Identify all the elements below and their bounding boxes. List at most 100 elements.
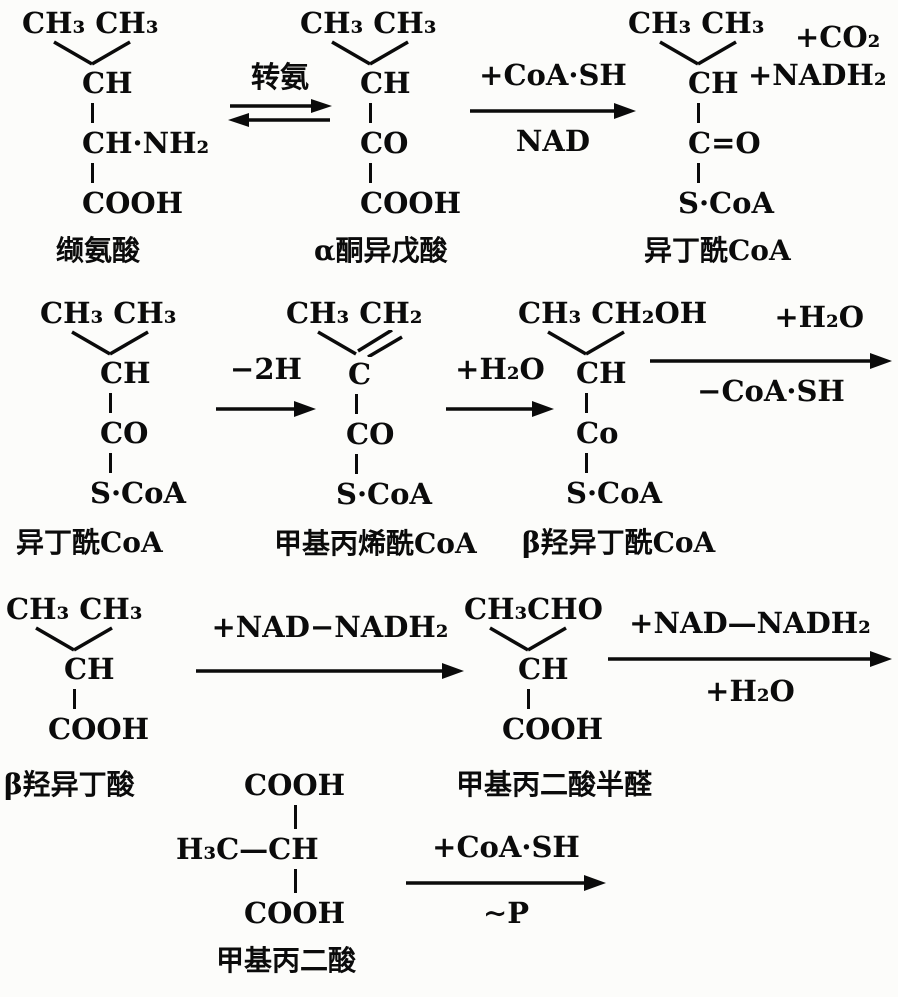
- molecule-alpha-ketoisovalerate: CH₃ CH₃ CH CO COOH α酮异戊酸: [300, 6, 461, 268]
- reaction-label: +NAD—NADH₂: [629, 606, 871, 640]
- molecule-label: 甲基丙烯酰CoA: [274, 527, 477, 560]
- molecule-beta-hydroxyisobutyryl-coa: CH₃ CH₂OH CH Co S·CoA β羟异丁酰CoA: [518, 296, 715, 560]
- single-bond-icon: [369, 103, 372, 123]
- reaction-label: +CoA·SH: [432, 830, 580, 864]
- reaction-oxidation-nad-2: +NAD—NADH₂ +H₂O: [608, 606, 892, 708]
- reaction-label: +CoA·SH: [479, 58, 627, 92]
- formula-line: CH: [64, 652, 115, 686]
- formula-line: CH: [100, 356, 151, 390]
- formula-line: C=O: [688, 126, 761, 160]
- single-bond-icon: [585, 393, 588, 413]
- arrow-right-icon: [406, 875, 606, 891]
- single-bond-icon: [697, 103, 700, 123]
- formula-line: CH·NH₂: [82, 126, 210, 160]
- single-bond-icon: [355, 394, 358, 414]
- formula-line: CO: [360, 126, 409, 160]
- arrow-right-icon: [470, 103, 636, 119]
- gem-dimethyl-bond-icon: [71, 330, 149, 356]
- reaction-dehydrogenation: −2H: [214, 352, 318, 420]
- reaction-coa-transfer: +CoA·SH ∼P: [404, 830, 608, 930]
- formula-line: CO: [100, 416, 149, 450]
- molecule-label: β羟异丁酰CoA: [522, 526, 716, 559]
- gem-dimethyl-bond-icon: [659, 40, 737, 66]
- reaction-label: ∼P: [482, 896, 530, 930]
- gem-dimethyl-bond-icon: [489, 626, 567, 652]
- single-bond-icon: [294, 805, 297, 829]
- single-bond-icon: [697, 163, 700, 183]
- single-bond-icon: [369, 163, 372, 183]
- formula-line: COOH: [244, 896, 346, 930]
- molecule-label: β羟异丁酸: [4, 768, 135, 801]
- formula-line: CH₃ CH₃: [628, 6, 765, 40]
- formula-line: CH₃ CH₃: [300, 6, 437, 40]
- molecule-label: α酮异戊酸: [314, 234, 448, 267]
- reaction-release-coa: +H₂O −CoA·SH: [650, 300, 892, 408]
- reaction-label: +H₂O: [455, 352, 545, 386]
- single-bond-icon: [527, 689, 530, 709]
- formula-line: COOH: [502, 712, 604, 746]
- formula-line: CH: [82, 66, 133, 100]
- reaction-transamination: 转氨: [228, 60, 332, 130]
- molecule-label: 异丁酰CoA: [16, 526, 163, 559]
- formula-line: CH₃ CH₂: [286, 296, 423, 330]
- reaction-label: −2H: [230, 352, 302, 386]
- formula-line: CH₃ CH₃: [22, 6, 159, 40]
- formula-line: S·CoA: [336, 477, 432, 511]
- reaction-label: +NAD−NADH₂: [211, 610, 449, 644]
- reaction-label: +H₂O: [774, 300, 864, 334]
- formula-line: H₃C—CH: [176, 832, 319, 866]
- formula-line: C: [348, 357, 372, 391]
- gem-dimethyl-bond-icon: [547, 330, 625, 356]
- gem-dimethyl-bond-icon: [35, 626, 113, 652]
- formula-line: CH: [518, 652, 569, 686]
- molecule-label: 甲基丙二酸: [216, 944, 357, 977]
- reaction-oxidation-nad-1: +NAD−NADH₂: [194, 610, 466, 682]
- formula-line: S·CoA: [678, 186, 774, 220]
- molecule-isobutyryl-coa: CH₃ CH₃ CH C=O S·CoA 异丁酰CoA: [628, 6, 791, 268]
- reaction-oxidative-decarboxylation: +CoA·SH NAD: [468, 58, 638, 158]
- formula-line: CH: [576, 356, 627, 390]
- formula-line: CH₃ CH₃: [40, 296, 177, 330]
- molecule-label: 甲基丙二酸半醛: [456, 768, 653, 801]
- arrow-right-icon: [650, 353, 892, 369]
- formula-line: S·CoA: [90, 476, 186, 510]
- double-bond-icon: [317, 330, 403, 357]
- arrow-right-icon: [446, 401, 554, 417]
- reaction-label: 转氨: [250, 60, 309, 94]
- arrow-right-icon: [608, 651, 892, 667]
- formula-line: Co: [576, 416, 619, 450]
- single-bond-icon: [91, 103, 94, 123]
- arrow-right-icon: [216, 401, 316, 417]
- molecule-label: 异丁酰CoA: [644, 234, 791, 267]
- byproduct-nadh2: +NADH₂: [748, 58, 887, 92]
- byproduct-co2: +CO₂: [795, 20, 881, 54]
- formula-line: CH₃ CH₂OH: [518, 296, 708, 330]
- gem-dimethyl-bond-icon: [53, 40, 131, 66]
- single-bond-icon: [109, 453, 112, 473]
- molecule-label: 缬氨酸: [56, 234, 141, 267]
- formula-line: COOH: [48, 712, 150, 746]
- reaction-label: −CoA·SH: [697, 374, 845, 408]
- formula-line: CO: [346, 417, 395, 451]
- formula-line: CH: [360, 66, 411, 100]
- molecule-valine: CH₃ CH₃ CH CH·NH₂ COOH 缬氨酸: [22, 6, 209, 268]
- single-bond-icon: [585, 453, 588, 473]
- single-bond-icon: [91, 163, 94, 183]
- reaction-label: NAD: [515, 124, 591, 158]
- molecule-methylmalonate-semialdehyde: CH₃CHO CH COOH 甲基丙二酸半醛: [456, 592, 653, 802]
- reaction-hydration: +H₂O: [444, 352, 556, 420]
- single-bond-icon: [355, 454, 358, 474]
- molecule-methylacrylyl-coa: CH₃ CH₂ C CO S·CoA 甲基丙烯酰CoA: [274, 296, 477, 561]
- formula-line: COOH: [82, 186, 184, 220]
- single-bond-icon: [294, 869, 297, 893]
- gem-dimethyl-bond-icon: [331, 40, 409, 66]
- formula-line: CH₃ CH₃: [6, 592, 143, 626]
- formula-line: COOH: [360, 186, 462, 220]
- reversible-arrow-icon: [228, 99, 332, 127]
- formula-line: COOH: [244, 768, 346, 802]
- single-bond-icon: [109, 393, 112, 413]
- molecule-beta-hydroxyisobutyrate: CH₃ CH₃ CH COOH β羟异丁酸: [4, 592, 150, 802]
- molecule-methylmalonate: COOH H₃C—CH COOH 甲基丙二酸: [176, 768, 356, 978]
- arrow-right-icon: [196, 663, 464, 679]
